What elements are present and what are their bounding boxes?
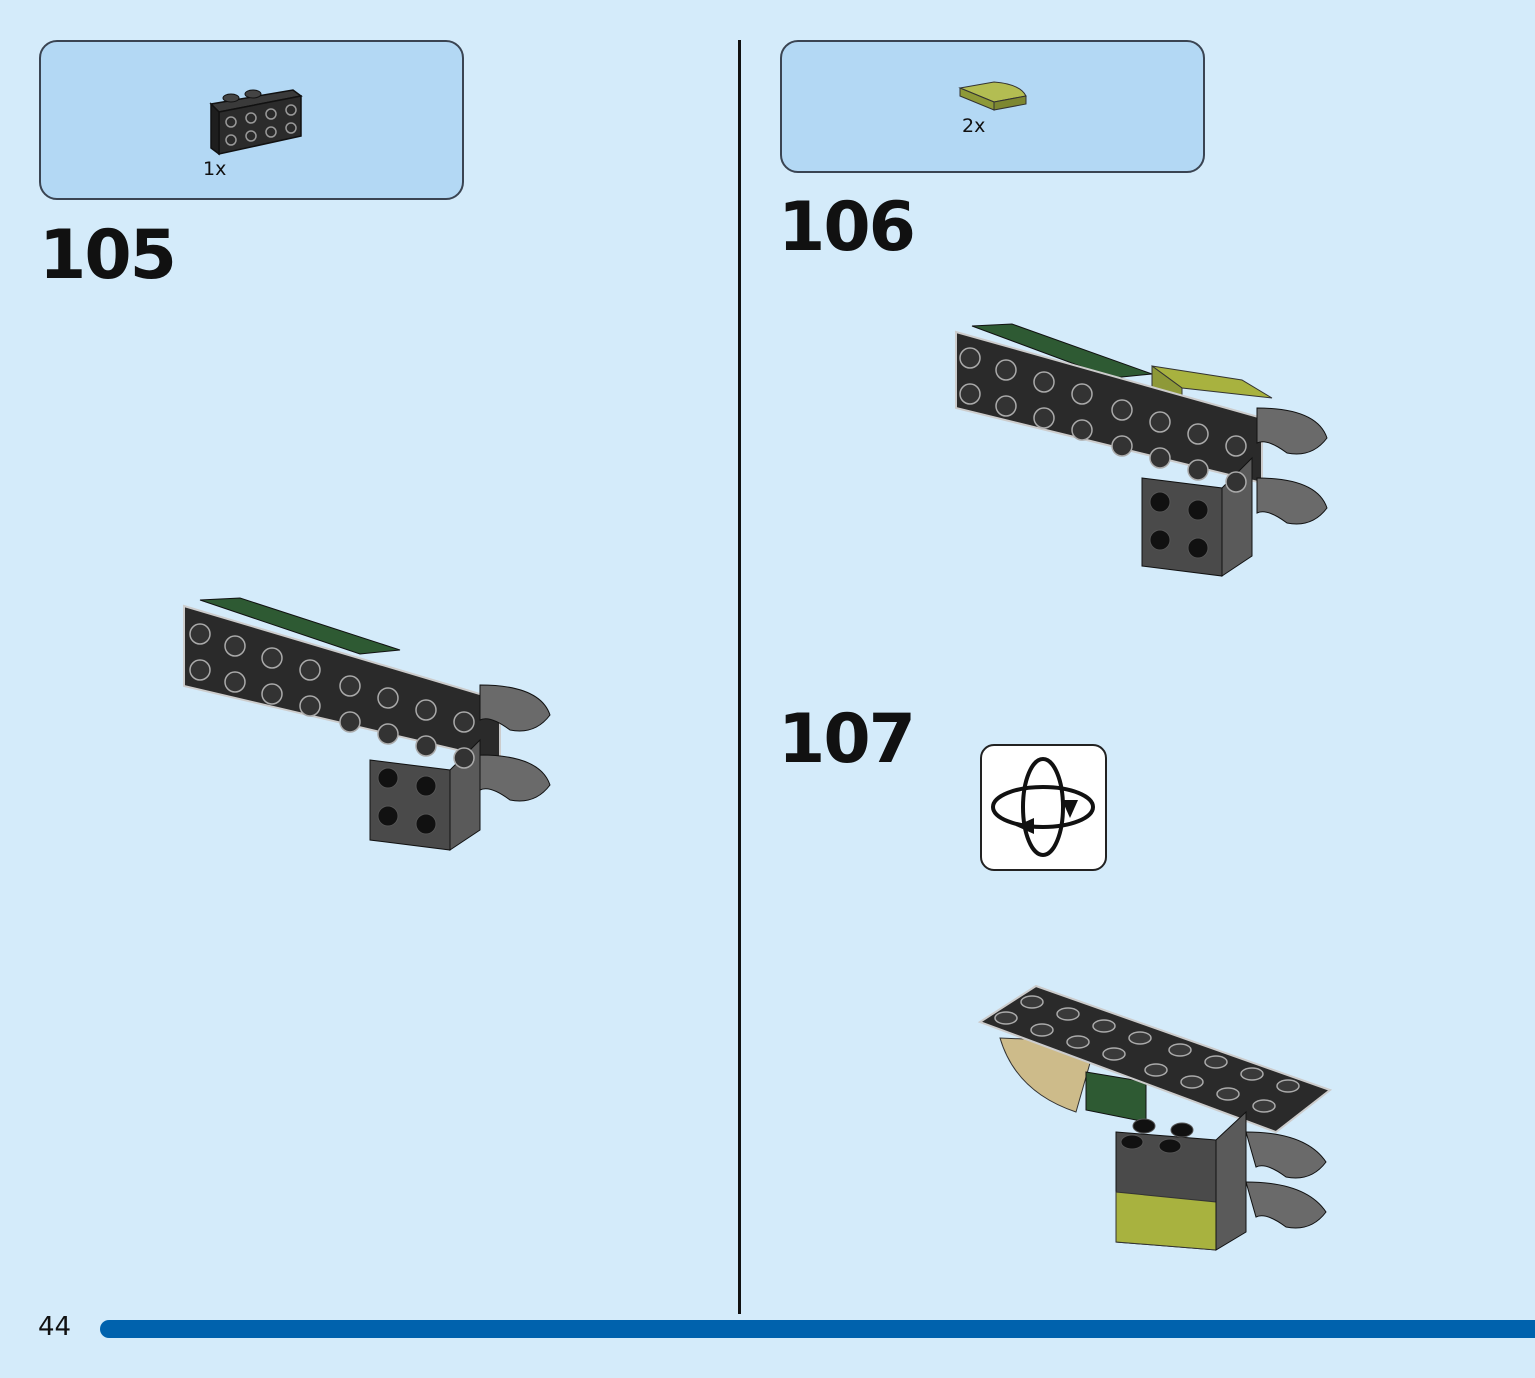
model-assembly-106 <box>955 323 1328 577</box>
parts-callout-106: 2x <box>780 40 1205 173</box>
bracket-part-icon <box>209 89 303 156</box>
curved-tile-part-icon <box>958 81 1027 111</box>
model-assembly-107 <box>977 984 1332 1251</box>
rotate-model-icon <box>991 757 1095 857</box>
column-divider <box>738 40 741 1314</box>
part-quantity: 2x <box>962 115 986 137</box>
rotate-model-callout <box>980 744 1107 871</box>
step-number-105: 105 <box>39 216 177 295</box>
page-number: 44 <box>38 1312 72 1342</box>
parts-callout-105: 1x <box>39 40 464 200</box>
step-number-107: 107 <box>778 700 916 779</box>
part-quantity: 1x <box>203 158 227 180</box>
step-number-106: 106 <box>778 188 916 267</box>
model-assembly-105 <box>183 597 551 851</box>
progress-bar <box>100 1320 1535 1338</box>
